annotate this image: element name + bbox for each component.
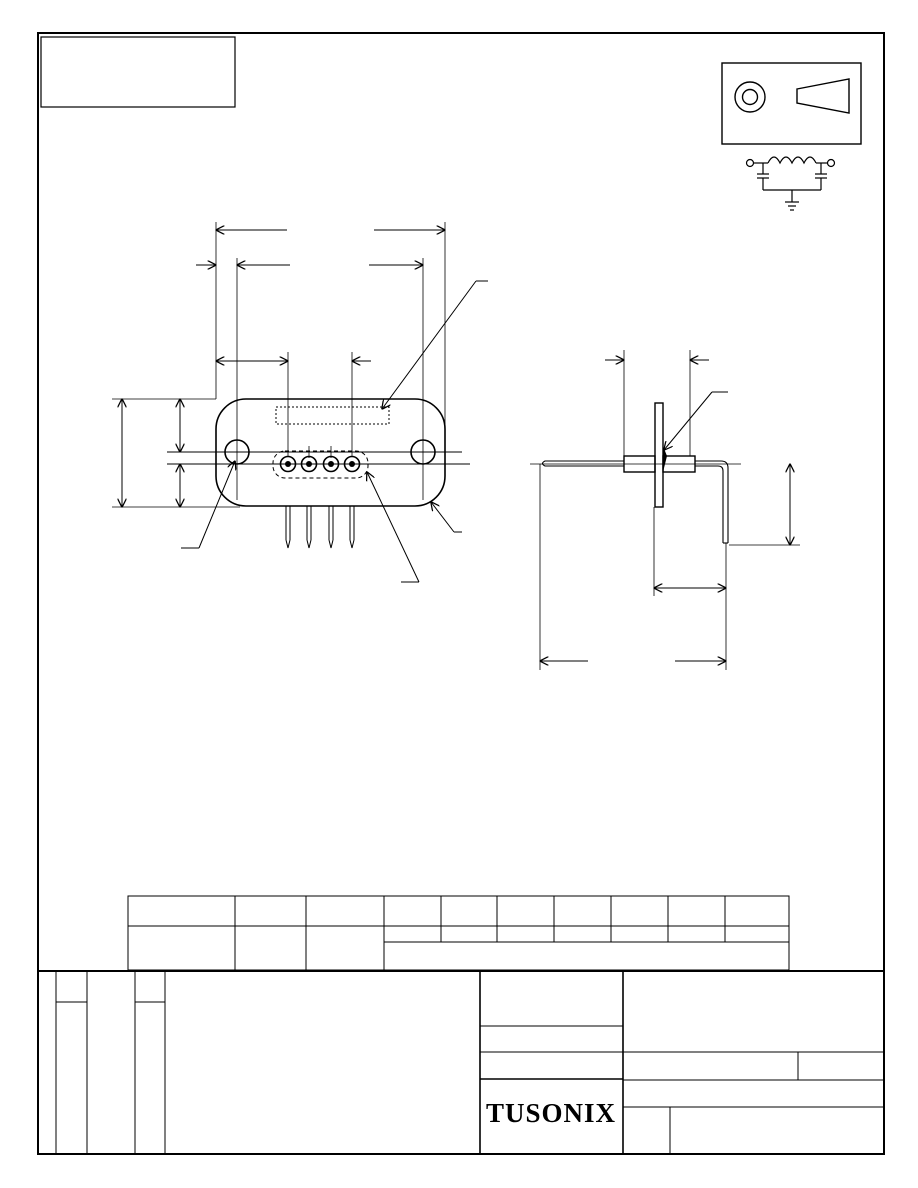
drawing-label-box [40, 36, 236, 108]
spec-table [127, 895, 790, 971]
pin-group-outline [272, 450, 369, 479]
company-logo: TUSONIX [486, 1098, 616, 1128]
front-view [112, 222, 488, 583]
leader-mounting-hole [181, 461, 235, 549]
pin-2 [300, 455, 318, 549]
feedthru-symbol-icon [721, 62, 862, 145]
flange [654, 402, 664, 508]
pi-filter-schematic-icon [745, 156, 836, 211]
leader-marking [382, 280, 488, 409]
pin-4 [343, 455, 361, 549]
leader-pin-group [367, 472, 420, 583]
filter-body-outline [215, 398, 446, 507]
sheet-border [37, 32, 885, 1155]
marking-area [275, 406, 390, 425]
pin-1 [279, 455, 297, 549]
leader-body-corner [431, 502, 462, 533]
bent-lead [541, 460, 729, 544]
pin-3 [322, 455, 340, 549]
solder-fillet [663, 446, 667, 472]
title-block [38, 970, 884, 1154]
leader-solder [664, 391, 728, 450]
side-view [530, 350, 800, 670]
